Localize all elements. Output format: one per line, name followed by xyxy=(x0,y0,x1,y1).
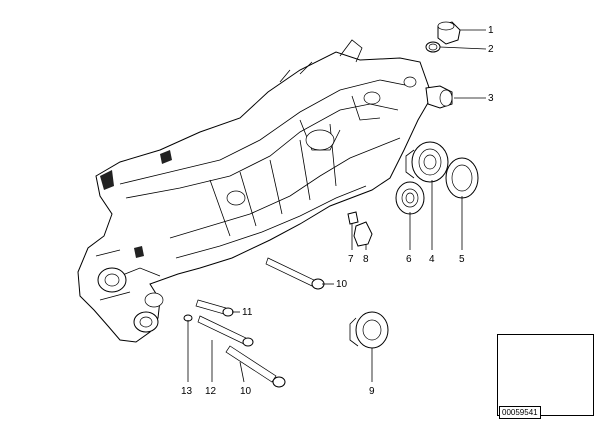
callout-13: 13 xyxy=(181,386,193,397)
seal-ring-part-5 xyxy=(445,157,479,199)
seal-part-9 xyxy=(349,311,389,349)
bearing-part-6 xyxy=(395,181,425,215)
callout-4: 4 xyxy=(429,254,435,265)
plug-part-1 xyxy=(437,21,461,45)
callout-9: 9 xyxy=(369,386,375,397)
bolt-part-10-lower xyxy=(225,345,286,388)
bush-part-3 xyxy=(425,85,453,109)
bearing-part-4 xyxy=(405,141,449,183)
callout-8: 8 xyxy=(363,254,369,265)
bolt-part-12 xyxy=(197,315,254,347)
leader-lines xyxy=(187,29,487,383)
callout-2: 2 xyxy=(488,44,494,55)
callout-12: 12 xyxy=(205,386,217,397)
thumbnail-frame xyxy=(497,334,594,416)
callout-1: 1 xyxy=(488,25,494,36)
crankcase-housing xyxy=(77,39,433,343)
diagram-code: 00059541 xyxy=(499,406,541,419)
callout-6: 6 xyxy=(406,254,412,265)
callout-5: 5 xyxy=(459,254,465,265)
callout-10-lower: 10 xyxy=(240,386,252,397)
bolt-part-11 xyxy=(195,299,234,317)
callout-11: 11 xyxy=(242,307,253,318)
bolt-part-10-upper xyxy=(265,257,325,290)
callout-7: 7 xyxy=(348,254,354,265)
callout-labels: 1 2 3 4 5 6 7 8 9 10 10 11 12 13 xyxy=(181,25,494,397)
fitting-parts-7-8 xyxy=(347,211,373,247)
callout-3: 3 xyxy=(488,93,494,104)
o-ring-part-2 xyxy=(425,41,441,53)
callout-10-upper: 10 xyxy=(336,279,348,290)
